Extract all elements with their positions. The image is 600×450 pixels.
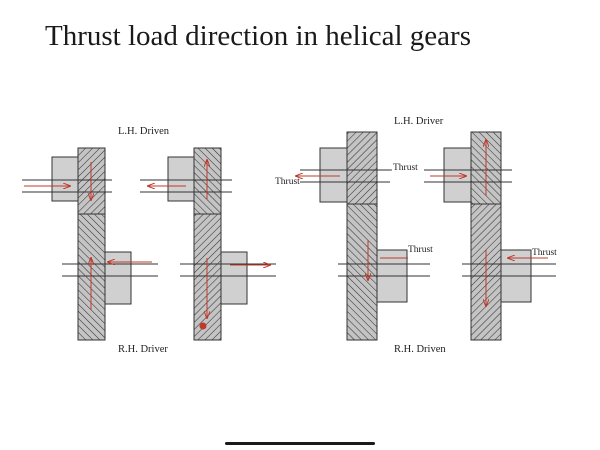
hub-top — [443, 147, 472, 203]
label-lh-driver: L.H. Driver — [394, 116, 444, 127]
gear-pair-2 — [140, 147, 276, 341]
label-lh-driven: L.H. Driven — [118, 126, 170, 137]
thrust-label: Thrust — [532, 248, 557, 258]
gear-pair-1 — [22, 147, 158, 341]
hub-top — [51, 156, 79, 202]
hub-top — [319, 147, 348, 203]
gear-pair-3 — [296, 131, 430, 341]
hub-bottom — [104, 251, 132, 305]
gear-bottom — [346, 203, 378, 341]
gear-top — [346, 131, 378, 205]
thrust-label: Thrust — [408, 245, 433, 255]
label-rh-driven: R.H. Driven — [394, 344, 446, 355]
thrust-label: Thrust — [393, 163, 418, 173]
hub-bottom — [220, 251, 248, 305]
label-rh-driver: R.H. Driver — [118, 344, 168, 355]
gear-pair-4 — [424, 131, 556, 341]
slide-title: Thrust load direction in helical gears — [45, 20, 471, 52]
home-indicator[interactable] — [225, 442, 375, 445]
hub-top — [167, 156, 195, 202]
thrust-label: Thrust — [275, 177, 300, 187]
